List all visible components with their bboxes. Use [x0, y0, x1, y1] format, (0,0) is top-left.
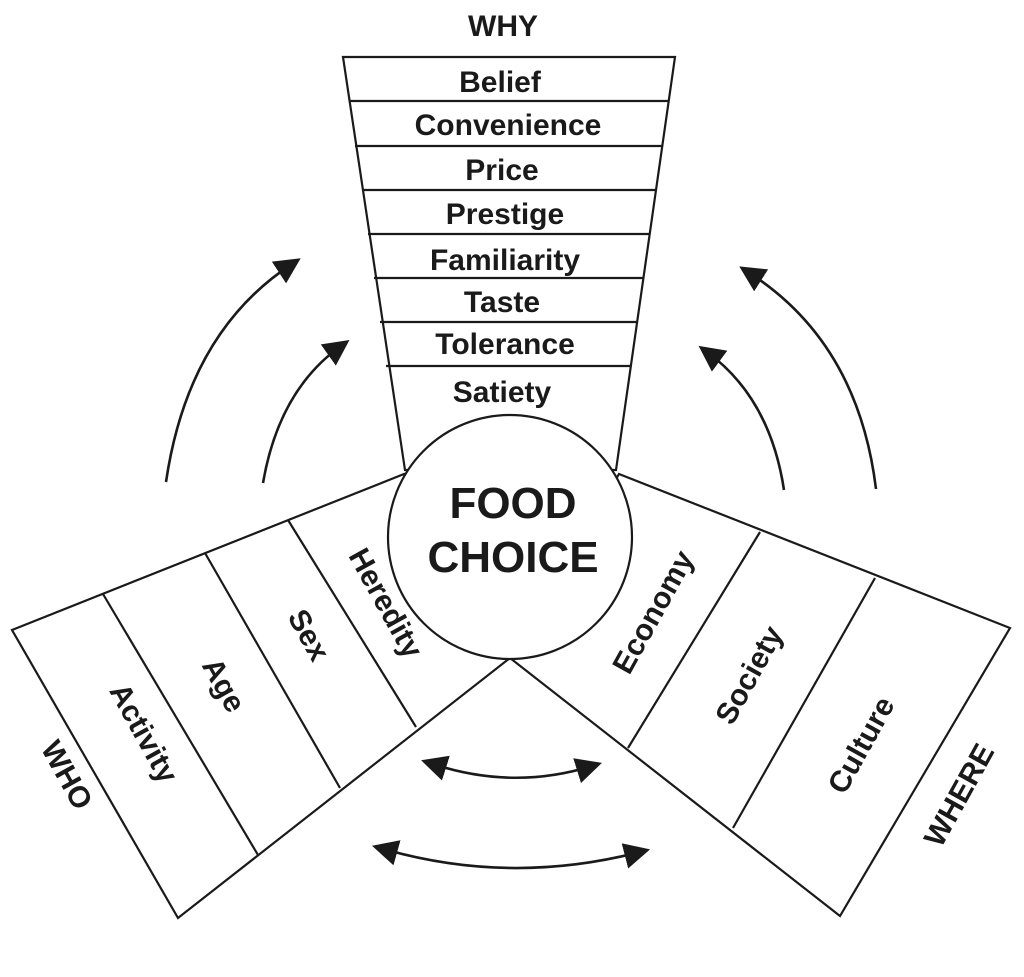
who-divider [287, 519, 417, 728]
why-panel: WHY Belief Convenience Price Prestige Fa… [341, 10, 677, 472]
why-item-price: Price [465, 154, 538, 187]
where-panel: Economy Society Culture WHERE [508, 472, 1012, 918]
center-line-1: FOOD [449, 479, 576, 528]
where-divider [732, 577, 876, 829]
arrow-outer-right [739, 266, 878, 490]
arrow-inner-right [698, 345, 786, 491]
arrow-inner-left [261, 339, 350, 484]
why-item-tolerance: Tolerance [435, 328, 575, 361]
arrow-double-outer [371, 840, 651, 870]
why-item-belief: Belief [459, 66, 542, 99]
why-item-taste: Taste [464, 286, 540, 319]
center-circle-group: FOOD CHOICE [386, 413, 634, 661]
who-divider [102, 593, 259, 856]
center-circle [386, 413, 634, 661]
arrow-outer-left [164, 258, 301, 483]
where-divider [627, 531, 761, 749]
why-item-satiety: Satiety [453, 376, 552, 409]
arrow-double-inner [421, 755, 602, 784]
why-item-prestige: Prestige [446, 198, 564, 231]
why-item-familiarity: Familiarity [430, 244, 580, 277]
why-item-convenience: Convenience [415, 109, 602, 142]
who-divider [204, 552, 341, 789]
why-title: WHY [468, 10, 538, 43]
center-line-2: CHOICE [427, 533, 598, 582]
